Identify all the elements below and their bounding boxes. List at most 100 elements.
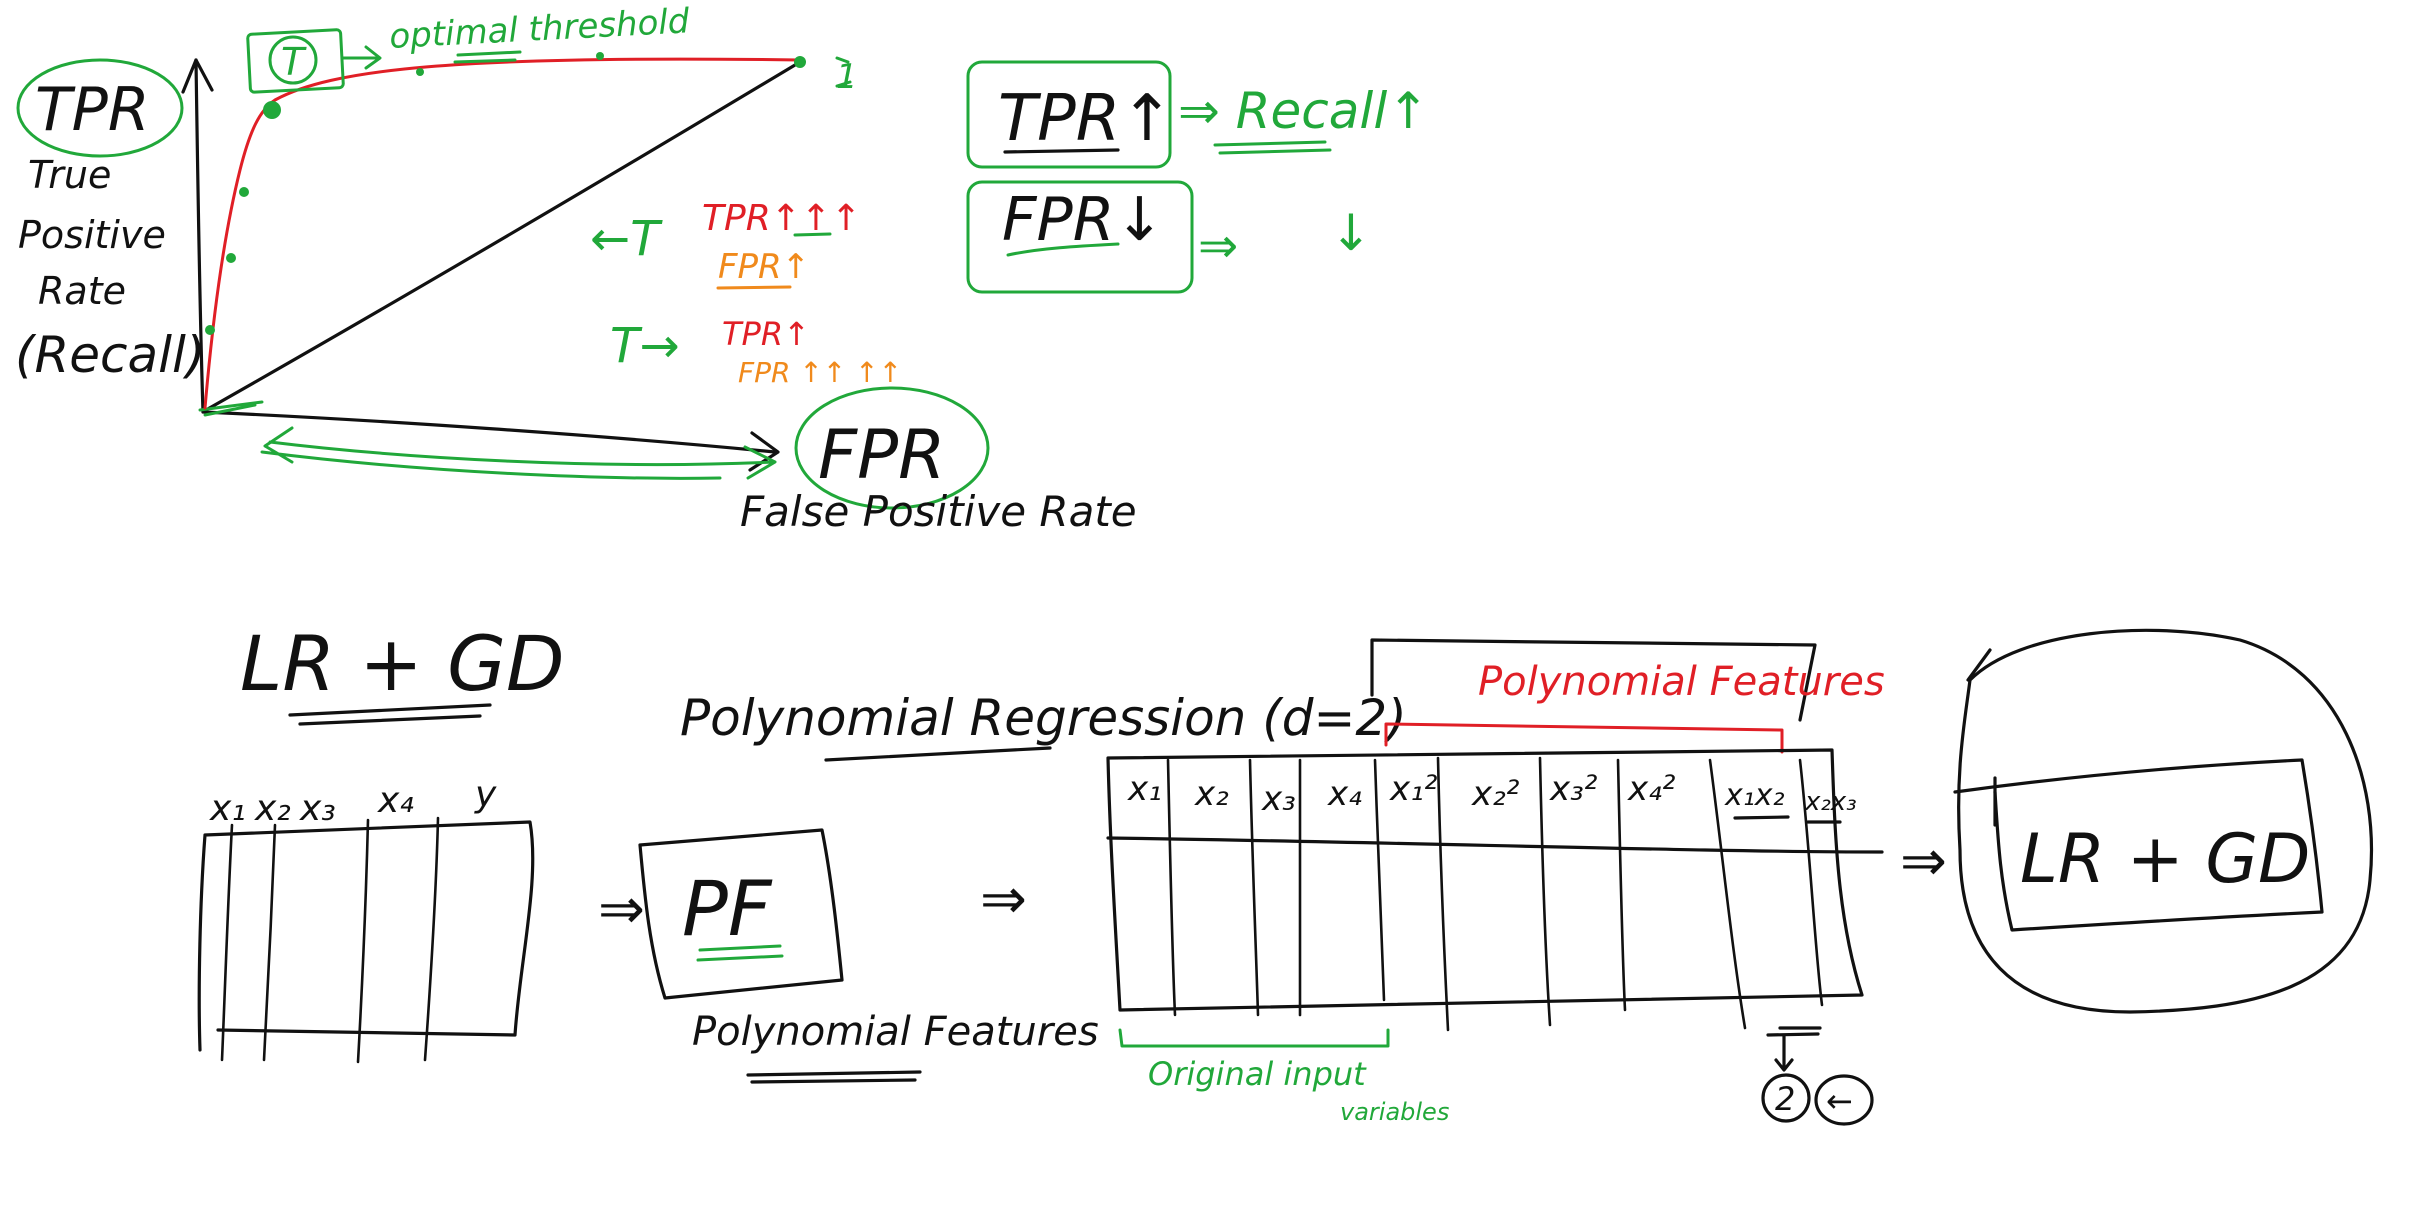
- lr-gd-underline: [288, 703, 492, 726]
- high-threshold-fpr: FPR ↑↑ ↑↑: [738, 356, 902, 389]
- fpr-box-scribble: [1006, 242, 1120, 257]
- arrow-to-model: ⇒: [1900, 829, 1947, 894]
- expanded-header: x₂x₃: [1804, 787, 1857, 817]
- tpr-fpr-summary: TPR↑ ⇒ Recall↑ FPR↓ ⇒ ↓: [966, 60, 1429, 294]
- random-classifier-diagonal: [204, 60, 802, 412]
- lr-gd-title: LR + GD: [240, 619, 565, 708]
- y-axis-full-line2: Positive: [18, 213, 166, 257]
- roc-point: [205, 325, 215, 335]
- original-vars-bracket: [1118, 1028, 1390, 1048]
- pf-box-label: PF: [682, 864, 773, 953]
- final-box-label: LR + GD: [2020, 820, 2310, 899]
- input-header: x₄: [377, 780, 414, 821]
- poly-title-underline: [824, 746, 1052, 762]
- threshold-circle: [268, 35, 318, 85]
- tpr-box: [966, 60, 1172, 169]
- origin-scribble: [198, 400, 264, 417]
- y-axis-label: TPR: [35, 75, 150, 145]
- combo-circle: [1761, 1073, 1811, 1123]
- input-table-column: [356, 818, 370, 1064]
- tpr-box-underline: [1003, 148, 1120, 154]
- pf-caption-underline: [746, 1070, 922, 1084]
- expanded-table-column: [1538, 756, 1552, 1027]
- model-box: [1953, 758, 2324, 932]
- low-threshold-fpr: FPR↑: [718, 247, 810, 287]
- expanded-table-column: [1708, 758, 1747, 1030]
- expanded-header: x₂²: [1471, 774, 1520, 814]
- roc-point: [416, 68, 424, 76]
- expanded-header: x₁²: [1389, 769, 1438, 809]
- poly-features-label: Polynomial Features: [1478, 659, 1885, 705]
- low-threshold-fpr-underline: [716, 285, 792, 290]
- input-section: LR + GD x₁ x₂ x₃ x₄ y ⇒ PF Polynomial Fe…: [197, 619, 1099, 1084]
- input-table-column: [220, 823, 234, 1062]
- y-axis-arrowhead: [181, 58, 214, 94]
- expanded-table-column: [1616, 758, 1627, 1012]
- combo-pointer: [1766, 1026, 1822, 1072]
- roc-point: [596, 52, 604, 60]
- input-header: x₁: [209, 788, 246, 829]
- y-axis-full-line4: (Recall): [15, 326, 205, 384]
- input-table-column: [423, 816, 440, 1062]
- pf-caption: Polynomial Features: [692, 1009, 1099, 1055]
- expanded-table-column: [1248, 758, 1260, 1017]
- y-axis-full-line3: Rate: [38, 269, 126, 313]
- input-table-outline: [197, 820, 535, 1052]
- input-header: y: [474, 774, 497, 815]
- optimal-point: [263, 101, 281, 119]
- top-right-mark: 1: [836, 57, 858, 97]
- poly-bracket-outline: [1370, 638, 1817, 722]
- original-vars-label-1: Original input: [1148, 1055, 1367, 1093]
- poly-title: Polynomial Regression (d=2): [680, 689, 1407, 747]
- x-axis-range-arrow: [260, 426, 777, 480]
- fpr-box: [966, 180, 1194, 294]
- expanded-header: x₄: [1327, 774, 1362, 814]
- model-circle: [1957, 628, 2374, 1014]
- arrow-to-expanded: ⇒: [980, 867, 1027, 932]
- final-model: LR + GD: [1953, 628, 2374, 1014]
- expanded-table-column: [1373, 758, 1386, 1002]
- threshold-marker: T: [281, 40, 307, 84]
- tpr-result-underline: [1213, 140, 1332, 155]
- y-axis-line: [194, 58, 205, 414]
- expanded-header: x₁x₂: [1724, 778, 1785, 813]
- fpr-arrow: ⇒: [1198, 218, 1238, 274]
- low-threshold-marker: ←T: [590, 211, 663, 267]
- roc-point: [239, 187, 249, 197]
- high-threshold-marker: T→: [610, 318, 680, 374]
- fpr-box-label: FPR↓: [1002, 185, 1165, 255]
- tpr-result: ⇒ Recall↑: [1178, 82, 1429, 140]
- high-threshold-tpr: TPR↑: [722, 315, 810, 353]
- expanded-header-underline: [1733, 815, 1842, 824]
- pf-box: [638, 828, 844, 1000]
- poly-features-bracket: [1384, 722, 1784, 754]
- threshold-label: optimal threshold: [388, 1, 690, 57]
- y-axis-full-line1: True: [28, 153, 111, 197]
- expanded-table-column: [1798, 758, 1824, 1007]
- original-vars-label-2: variables: [1340, 1098, 1449, 1126]
- combo-mark: 2: [1775, 1080, 1795, 1118]
- expanded-header: x₂: [1194, 774, 1229, 814]
- polynomial-section: Polynomial Regression (d=2) Polynomial F…: [680, 638, 1947, 1126]
- expanded-header: x₄²: [1627, 769, 1676, 809]
- top-right-mark-ticks: [835, 56, 852, 88]
- tpr-box-label: TPR↑: [998, 82, 1174, 156]
- threshold-underline: [453, 50, 522, 64]
- x-axis-line: [201, 410, 777, 454]
- model-circle-tick: [1966, 648, 1992, 682]
- input-header: x₃: [299, 788, 336, 829]
- pf-underline: [696, 944, 784, 962]
- low-threshold-tpr: TPR↑↑↑: [702, 198, 861, 239]
- expanded-table-column: [1436, 756, 1450, 1032]
- expanded-table-column: [1166, 758, 1177, 1017]
- low-threshold-tpr-underline: [793, 232, 832, 237]
- x-axis-label: FPR: [818, 416, 945, 495]
- roc-diagram: TPR True Positive Rate (Recall) T optima…: [15, 1, 1137, 536]
- roc-end-point: [794, 56, 806, 68]
- roc-point: [226, 253, 236, 263]
- input-header: x₂: [254, 788, 291, 829]
- threshold-arrow: [340, 45, 382, 70]
- fpr-result: ↓: [1330, 204, 1372, 262]
- x-axis-full: False Positive Rate: [740, 487, 1137, 536]
